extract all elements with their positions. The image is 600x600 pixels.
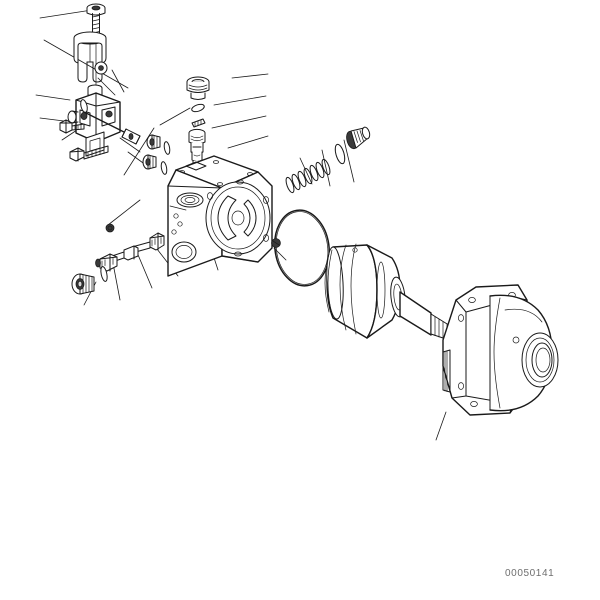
spool-end-plug <box>71 273 95 295</box>
pin-shim <box>191 118 206 128</box>
detail-ball-body <box>271 238 281 248</box>
hex-bolt-left <box>59 119 85 134</box>
cap-nut <box>186 76 210 100</box>
compression-spring <box>285 158 331 194</box>
steel-ball <box>105 223 115 233</box>
control-valve-block <box>67 84 141 157</box>
motor-housing <box>442 284 559 416</box>
cylinder-block <box>324 243 406 339</box>
large-o-ring <box>273 209 331 287</box>
o-ring-spring <box>334 143 346 165</box>
small-plug-lower <box>142 154 157 170</box>
small-plug-upper <box>146 134 161 150</box>
yoke-coupling <box>73 31 108 83</box>
o-ring-cap <box>191 103 205 113</box>
washer-left <box>80 99 88 113</box>
drawing-id-label: 00050141 <box>505 568 555 579</box>
o-ring-upper <box>163 141 171 155</box>
threaded-plug-spring <box>346 126 371 150</box>
o-ring-lower <box>160 161 168 175</box>
stud-pin <box>69 145 109 162</box>
valve-housing-body <box>167 155 273 277</box>
spool-valve-assembly <box>95 232 165 272</box>
spool-o-ring <box>100 266 108 282</box>
